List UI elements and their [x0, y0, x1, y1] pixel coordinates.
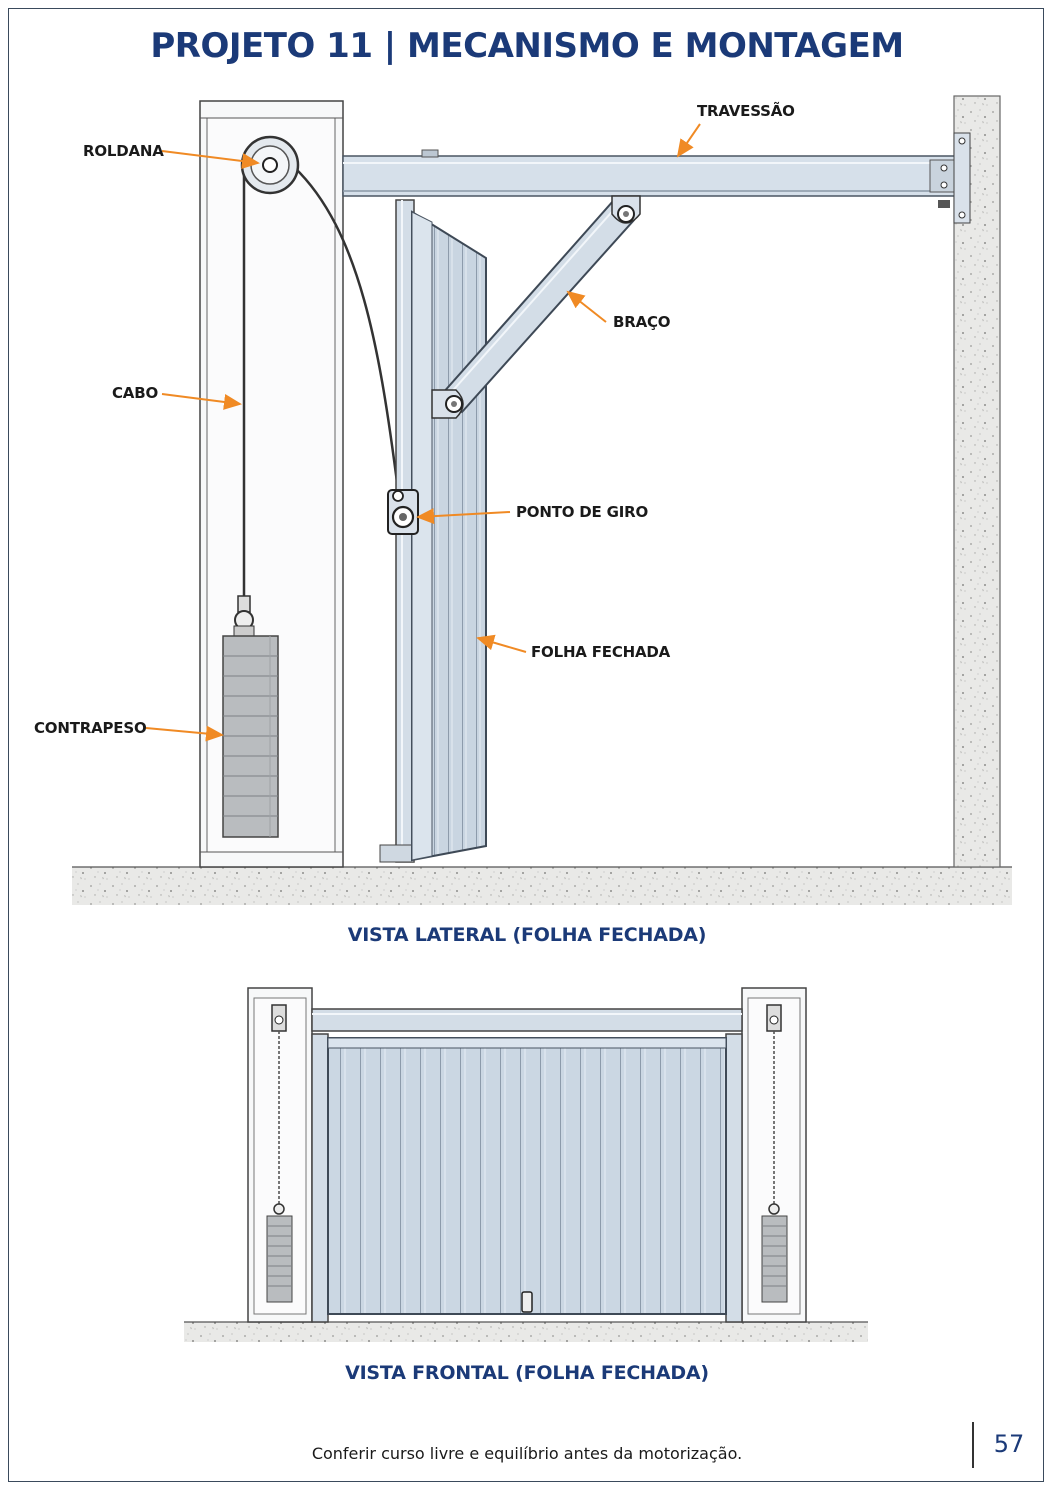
- leader-roldana: [161, 150, 260, 169]
- pulley: [240, 135, 300, 195]
- leader-cabo: [161, 393, 242, 410]
- footer-note: Conferir curso livre e equilíbrio antes …: [311, 1444, 743, 1463]
- caption-vista-frontal: VISTA FRONTAL (FOLHA FECHADA): [345, 1362, 709, 1384]
- page-number: 57: [993, 1430, 1025, 1458]
- label-roldana: ROLDANA: [83, 142, 164, 160]
- leader-ponto-de-giro: [416, 508, 511, 525]
- label-ponto-de-giro: PONTO DE GIRO: [516, 503, 649, 521]
- leader-braco: [566, 290, 607, 323]
- arm: [431, 195, 641, 419]
- label-braco: BRAÇO: [613, 313, 671, 331]
- leader-travessao: [676, 123, 701, 158]
- page-number-divider: [972, 1422, 974, 1468]
- cable: [242, 165, 400, 600]
- closed-leaf: [411, 210, 487, 862]
- leader-contrapeso: [145, 725, 224, 742]
- label-contrapeso: CONTRAPESO: [34, 719, 147, 737]
- ground-slab-frontal: [184, 1321, 868, 1342]
- pivot-point: [387, 489, 419, 535]
- front-right-column: [741, 987, 807, 1323]
- front-crossbar: [311, 1008, 743, 1032]
- caption-vista-lateral: VISTA LATERAL (FOLHA FECHADA): [347, 924, 707, 946]
- leader-lines: [145, 123, 701, 742]
- leader-folha-fechada: [476, 634, 527, 653]
- page-frame: [8, 8, 1044, 1482]
- ground-slab-lateral: [72, 866, 1012, 905]
- label-travessao: TRAVESSÃO: [697, 102, 795, 120]
- page-title: PROJETO 11 | MECANISMO E MONTAGEM: [150, 26, 904, 66]
- label-cabo: CABO: [112, 384, 159, 402]
- counterweight: [222, 595, 279, 838]
- label-folha-fechada: FOLHA FECHADA: [531, 643, 671, 661]
- concrete-wall: [953, 95, 1001, 868]
- front-leaf: [311, 1033, 743, 1323]
- crossbar: [342, 132, 971, 224]
- front-left-column: [247, 987, 313, 1323]
